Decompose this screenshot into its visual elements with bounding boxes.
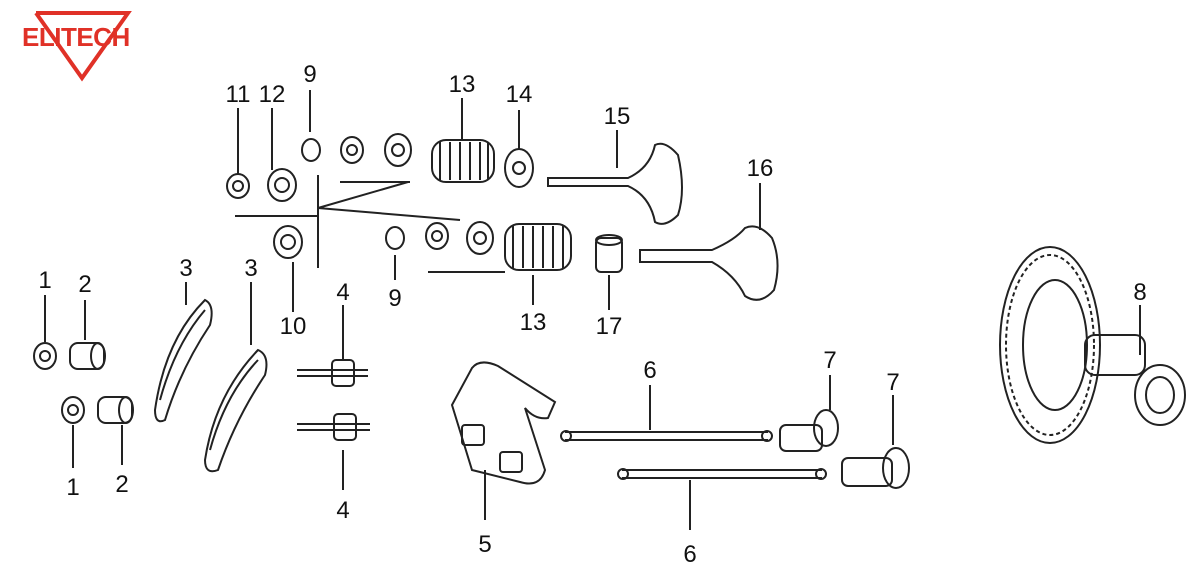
logo-triangle-icon (34, 11, 132, 82)
label-6-upper: 6 (643, 357, 656, 384)
label-1-lower: 1 (66, 474, 79, 501)
label-13-upper: 13 (449, 71, 476, 98)
label-5: 5 (478, 531, 491, 558)
label-4-lower: 4 (336, 497, 349, 524)
label-13-lower: 13 (520, 309, 547, 336)
label-3-right: 3 (244, 255, 257, 282)
valve-spring-lower-icon (504, 223, 572, 271)
label-8: 8 (1133, 279, 1146, 306)
label-7-right: 7 (886, 369, 899, 396)
label-3-left: 3 (179, 255, 192, 282)
label-10: 10 (280, 313, 307, 340)
label-11: 11 (226, 81, 251, 108)
label-14: 14 (506, 81, 533, 108)
camshaft-gear-icon (999, 246, 1186, 444)
label-16: 16 (747, 155, 774, 182)
label-6-lower: 6 (683, 541, 696, 568)
label-15: 15 (604, 103, 631, 130)
valve-spring-upper-icon (431, 139, 495, 183)
label-4-upper: 4 (336, 279, 349, 306)
label-2-lower: 2 (115, 471, 128, 498)
label-7-left: 7 (823, 347, 836, 374)
label-17: 17 (596, 313, 623, 340)
label-9-lower: 9 (388, 285, 401, 312)
label-2-upper: 2 (78, 271, 91, 298)
label-1-upper: 1 (38, 267, 51, 294)
brand-name: ELITECH (22, 22, 130, 52)
label-9-upper: 9 (303, 61, 316, 88)
label-12: 12 (259, 81, 286, 108)
